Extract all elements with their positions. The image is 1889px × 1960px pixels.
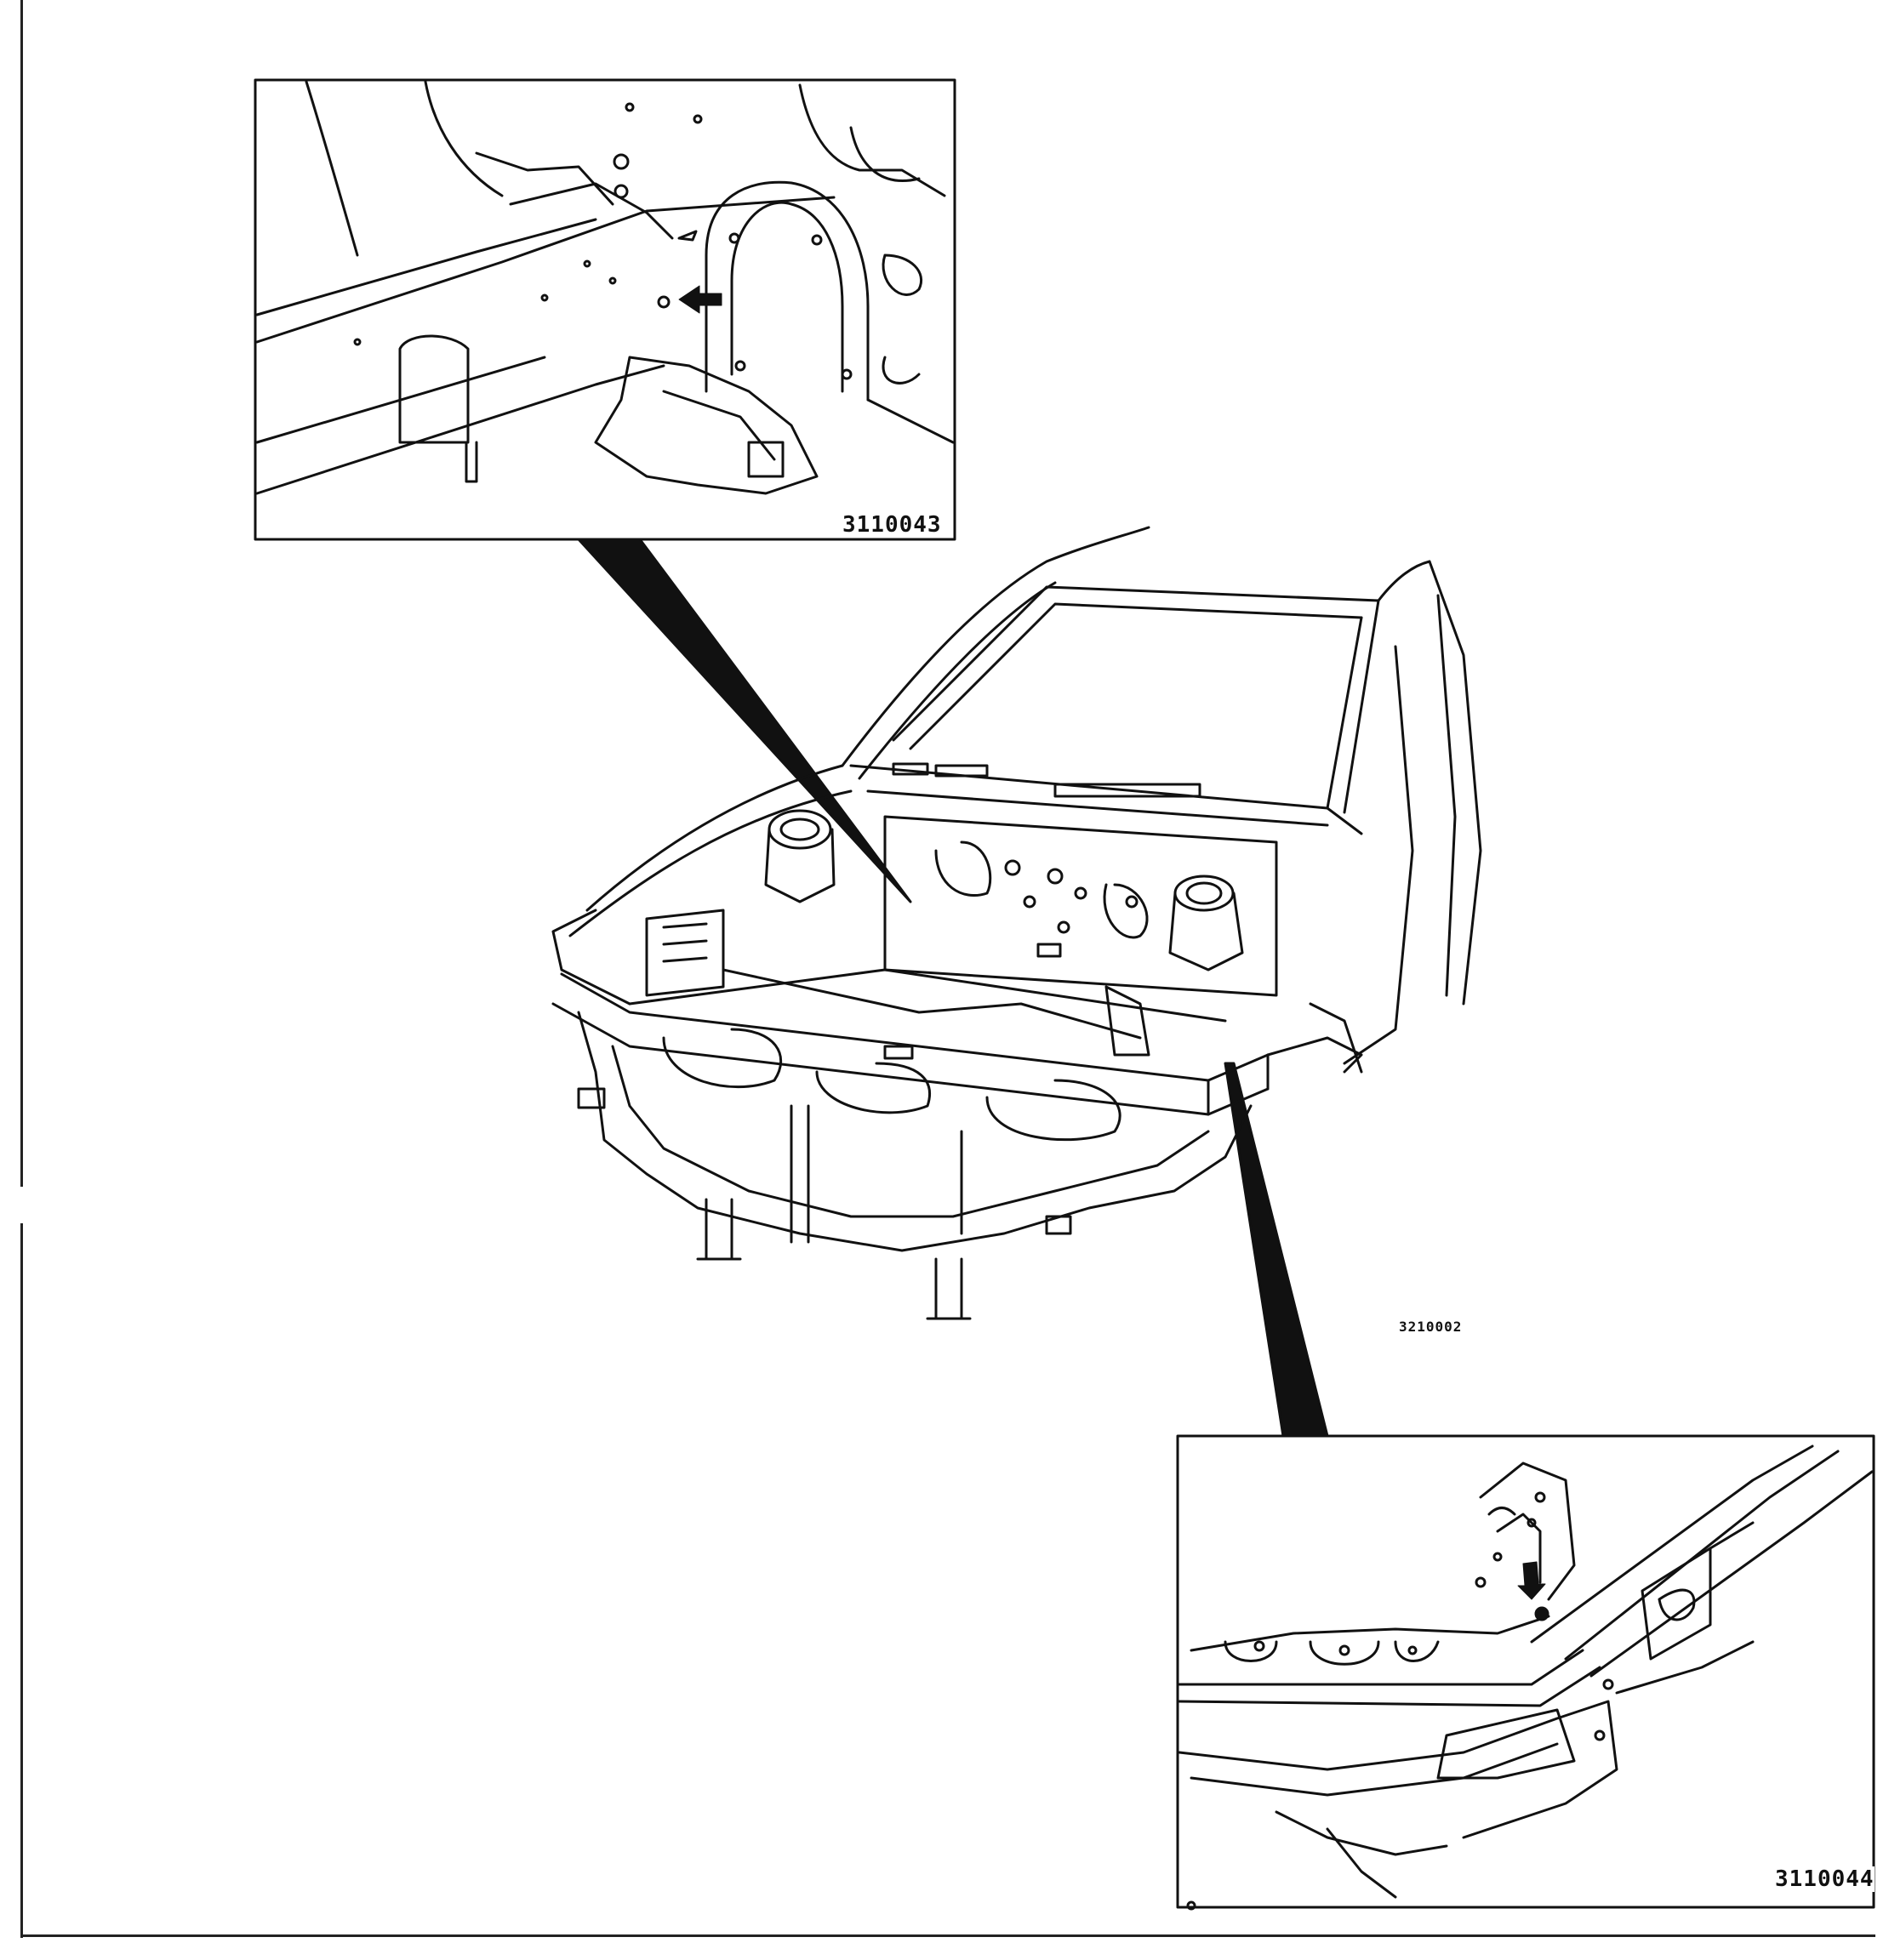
inset-top-left-ref: 3110043	[842, 512, 942, 538]
car-body-drawing	[551, 526, 1482, 1320]
inset-bottom-right-ref: 3110044	[1775, 1866, 1875, 1892]
inset-top-left	[254, 78, 956, 541]
main-figure-ref: 3210002	[1399, 1319, 1463, 1335]
arrow-down-icon	[1517, 1561, 1546, 1600]
callout-wedge-bottom	[1224, 1062, 1329, 1438]
inset-bottom-right	[1176, 1434, 1875, 1911]
callout-wedge-top	[577, 538, 912, 903]
arrow-left-icon	[678, 285, 722, 314]
page-border-bottom	[20, 1934, 1875, 1937]
page-border-left	[20, 0, 23, 1187]
page-border-left-lower	[20, 1223, 23, 1938]
